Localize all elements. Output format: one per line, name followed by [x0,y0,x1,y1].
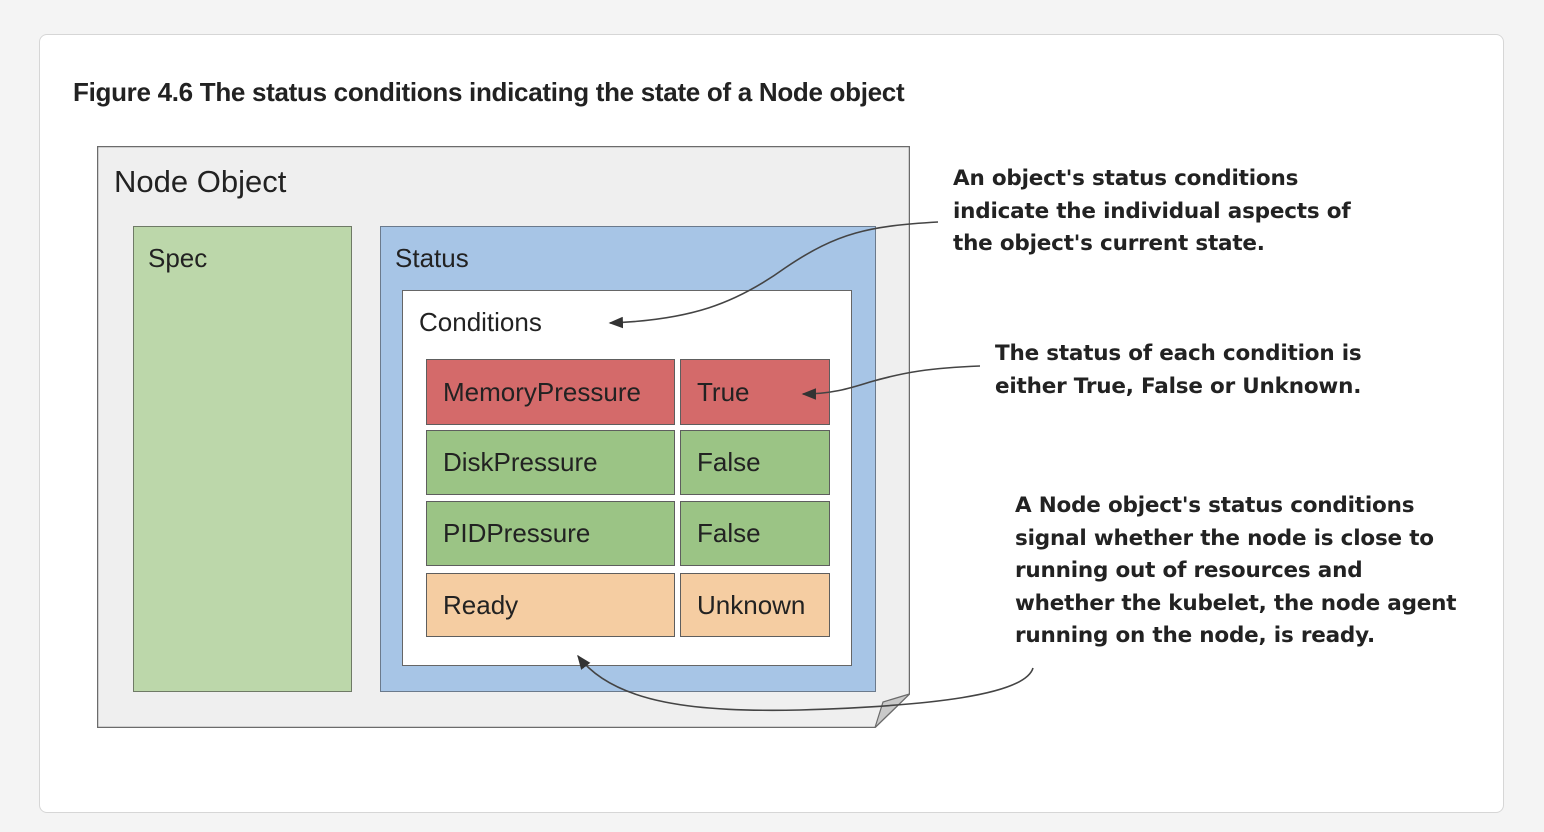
callout-node-line: running on the node, is ready. [1015,623,1375,648]
status-box: Status Conditions MemoryPressure True Di… [380,226,876,692]
callout-node-line: running out of resources and [1015,558,1363,583]
node-object-label: Node Object [114,164,287,199]
condition-value-diskpressure: False [680,430,830,495]
callout-conditions-line: An object's status conditions [953,166,1299,191]
condition-value-ready: Unknown [680,573,830,637]
conditions-box: Conditions MemoryPressure True DiskPress… [402,290,852,666]
callout-value: The status of each condition is either T… [995,338,1362,403]
status-label: Status [395,243,469,273]
condition-name-pidpressure: PIDPressure [426,501,675,566]
callout-node-line: whether the kubelet, the node agent [1015,590,1457,616]
spec-label: Spec [148,243,208,273]
callout-value-line: either True, False or Unknown. [995,373,1362,399]
callout-node: A Node object's status conditions signal… [1015,490,1457,653]
condition-name-diskpressure: DiskPressure [426,430,675,495]
figure-title: Figure 4.6 The status conditions indicat… [73,77,905,107]
condition-name-memorypressure: MemoryPressure [426,359,675,425]
callout-node-line: A Node object's status conditions [1015,493,1415,518]
callout-conditions-line: indicate the individual aspects of [953,198,1351,224]
condition-value-pidpressure: False [680,501,830,566]
callout-value-line: The status of each condition is [995,341,1362,366]
spec-box: Spec [133,226,352,692]
conditions-label: Conditions [419,307,542,337]
node-object-box: Node Object Spec Status Conditions Memor… [97,146,910,728]
callout-conditions-line: the object's current state. [953,231,1265,256]
condition-value-memorypressure: True [680,359,830,425]
condition-name-ready: Ready [426,573,675,637]
callout-conditions: An object's status conditions indicate t… [953,163,1351,261]
callout-node-line: signal whether the node is close to [1015,525,1434,551]
